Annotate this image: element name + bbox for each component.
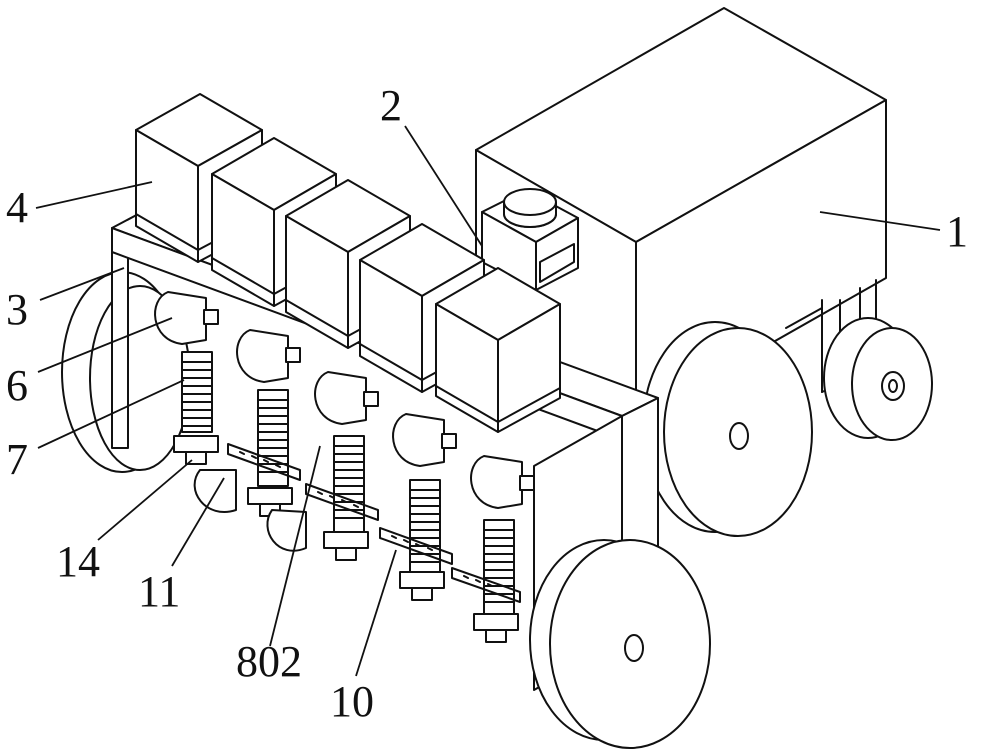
label-14: 14 (56, 537, 100, 586)
middle-wheel (642, 321, 813, 537)
label-6: 6 (6, 361, 28, 410)
label-3: 3 (6, 285, 28, 334)
label-11: 11 (138, 567, 180, 616)
hoppers (135, 93, 561, 433)
spring-unit (236, 329, 307, 552)
spring-units (154, 291, 535, 643)
front-wheel (529, 539, 711, 749)
spring-unit (392, 413, 457, 601)
label-802: 802 (236, 637, 302, 686)
spring-unit (154, 291, 237, 513)
label-2: 2 (380, 81, 402, 130)
small-wheel (823, 317, 933, 441)
part-labels: 1 2 3 4 6 7 14 11 802 10 (6, 81, 968, 726)
label-7: 7 (6, 435, 28, 484)
hopper (435, 267, 561, 433)
leader-lines (35, 125, 941, 677)
label-4: 4 (6, 183, 28, 232)
spring-unit (470, 455, 535, 643)
spring-unit (314, 371, 379, 561)
connector-block (481, 188, 579, 291)
label-10: 10 (330, 677, 374, 726)
label-1: 1 (946, 207, 968, 256)
